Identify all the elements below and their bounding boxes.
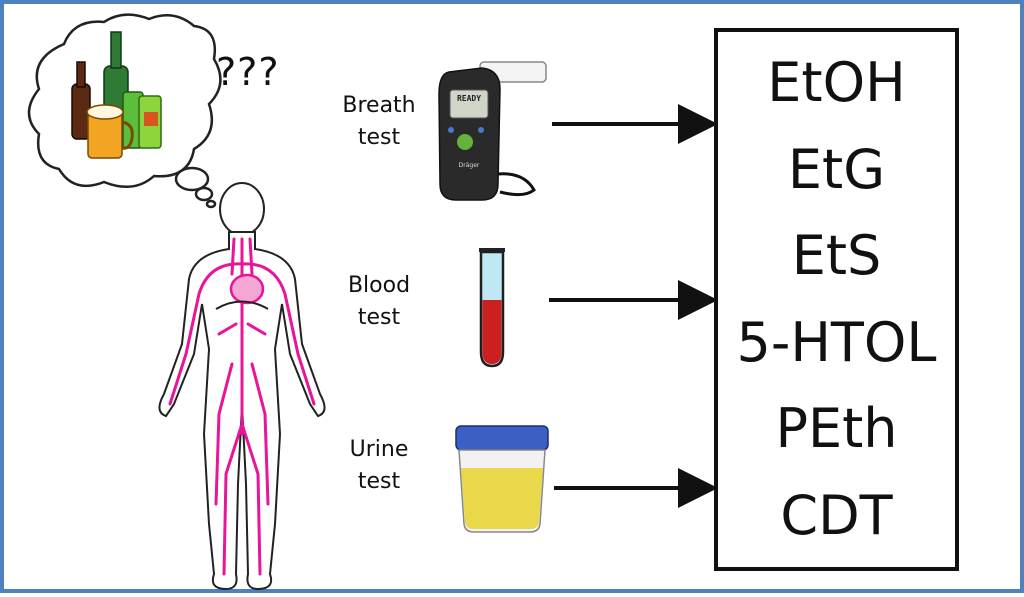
heart-icon (229, 273, 265, 305)
marker-etoh: EtOH (767, 51, 906, 115)
urine-test-label-line1: Urine (349, 437, 409, 462)
blood-test-label-line2: test (357, 305, 401, 330)
urine-test-label-line2: test (357, 469, 401, 494)
breath-test-label: Breath test (334, 90, 424, 154)
breathalyzer-icon (438, 61, 547, 201)
blood-tube-icon (479, 248, 505, 368)
drinks-illustration (71, 31, 162, 159)
breath-test-label-line2: test (357, 125, 401, 150)
question-marks: ??? (216, 50, 280, 94)
arrows (549, 104, 718, 508)
marker-cdt: CDT (780, 483, 893, 547)
breath-test-label-line1: Breath (342, 93, 416, 118)
human-body-illustration (158, 182, 326, 591)
biomarker-box: EtOH EtG EtS 5-HTOL PEth CDT (714, 28, 959, 571)
blood-vessels (168, 237, 316, 576)
urine-cup-icon (455, 425, 549, 533)
urine-test-label: Urine test (334, 434, 424, 498)
breathalyzer-screen-text: READY (456, 94, 482, 103)
marker-5-htol: 5-HTOL (736, 310, 937, 374)
blood-test-label: Blood test (334, 270, 424, 334)
thought-cloud (27, 13, 222, 209)
breathalyzer-brand-text: Dräger (458, 162, 480, 169)
marker-ets: EtS (791, 224, 882, 288)
marker-etg: EtG (787, 137, 886, 201)
marker-peth: PEth (775, 397, 898, 461)
blood-test-label-line1: Blood (347, 273, 411, 298)
